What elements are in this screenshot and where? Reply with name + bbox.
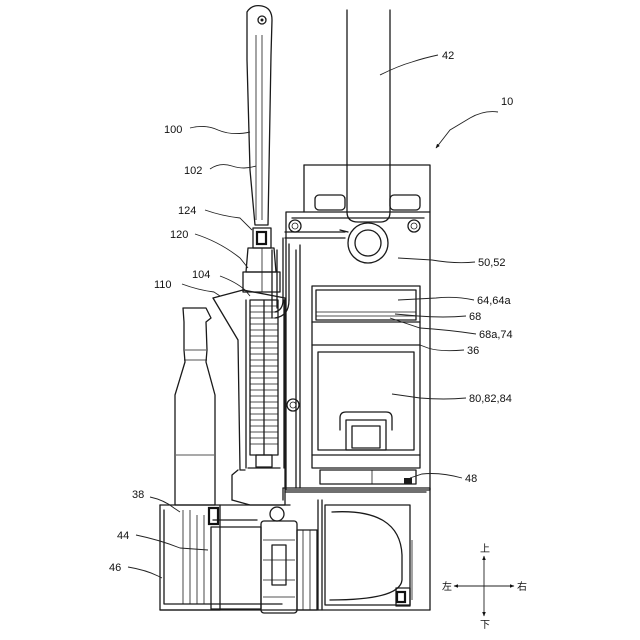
label-down: 下	[480, 620, 490, 631]
leader-46	[128, 567, 162, 578]
leader-100	[190, 126, 250, 133]
leader-104	[220, 276, 250, 296]
direction-indicator: 上 下 左 右	[442, 543, 527, 631]
label-44: 44	[117, 530, 129, 542]
internal-duct	[272, 232, 345, 318]
leader-36	[420, 345, 464, 351]
leader-102	[210, 165, 256, 169]
leader-64-64a	[398, 297, 474, 300]
leader-124	[205, 210, 252, 230]
label-42: 42	[442, 50, 454, 62]
label-120: 120	[170, 229, 188, 241]
leader-10	[436, 112, 498, 148]
label-68: 68	[469, 311, 481, 323]
connector	[243, 228, 280, 292]
label-left: 左	[442, 580, 452, 593]
label-38: 38	[132, 489, 144, 501]
leader-110	[182, 284, 220, 296]
leader-120	[195, 234, 248, 268]
suction-pipe	[340, 10, 390, 263]
label-36: 36	[467, 345, 479, 357]
label-104: 104	[192, 269, 210, 281]
label-80-82-84: 80,82,84	[469, 393, 512, 405]
label-68a-74: 68a,74	[479, 329, 513, 341]
label-50-52: 50,52	[478, 257, 506, 269]
leader-48	[410, 474, 462, 479]
hose-holder	[213, 290, 285, 505]
leader-50-52	[398, 258, 475, 263]
label-64-64a: 64,64a	[477, 295, 512, 307]
leader-80-82-84	[392, 394, 466, 399]
label-right: 右	[517, 580, 527, 593]
label-48: 48	[465, 473, 477, 485]
main-tower-housing	[286, 165, 430, 490]
handle	[247, 6, 272, 225]
label-up: 上	[480, 543, 490, 555]
leader-42	[380, 55, 438, 75]
label-110: 110	[154, 279, 172, 291]
label-100: 100	[164, 124, 182, 136]
lower-collection-box	[318, 500, 412, 610]
spray-bottle	[175, 308, 215, 505]
label-46: 46	[109, 562, 121, 574]
label-124: 124	[178, 205, 196, 217]
dust-container	[312, 286, 420, 484]
base-housing	[160, 488, 430, 610]
label-102: 102	[184, 165, 202, 177]
label-10: 10	[501, 96, 513, 108]
motor-unit	[209, 507, 317, 613]
